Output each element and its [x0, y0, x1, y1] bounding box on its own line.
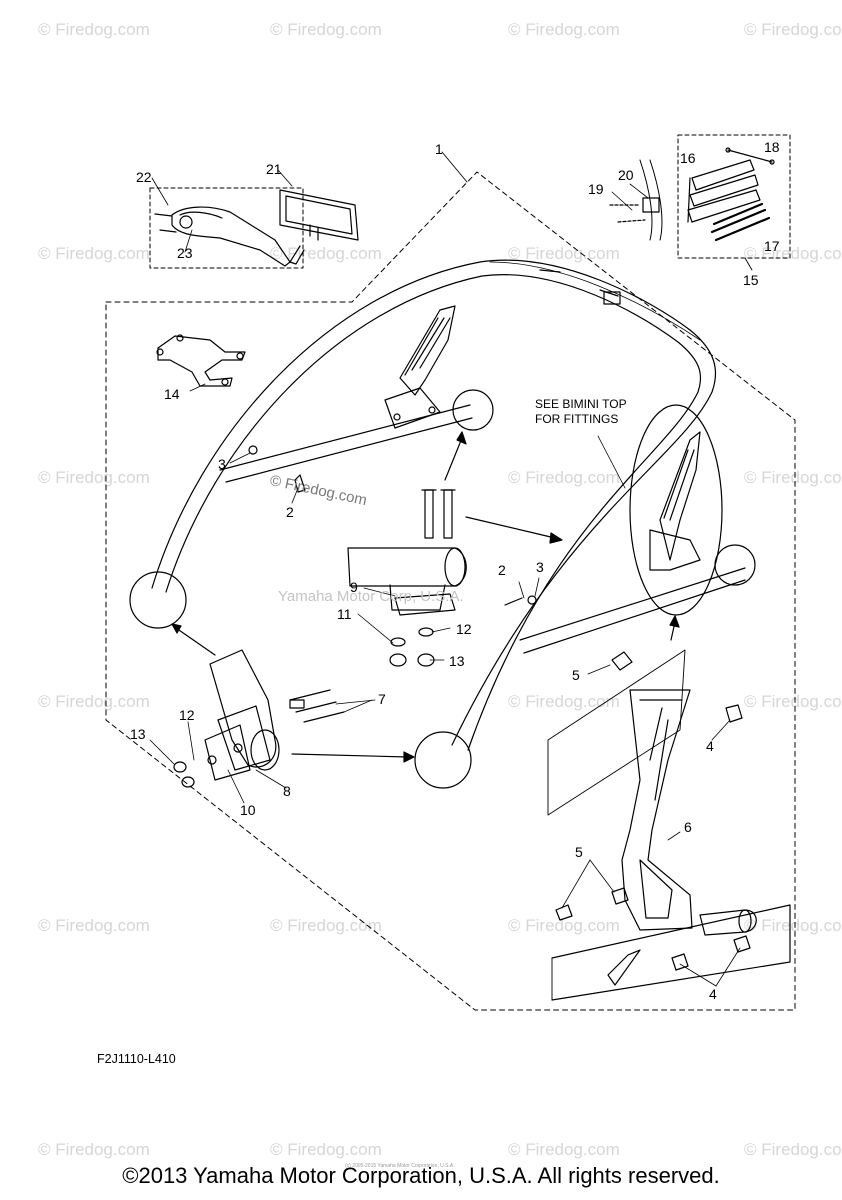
drawing-code: F2J1110-L410: [97, 1052, 176, 1066]
oval-bracket: [649, 431, 701, 571]
callout-3: 3: [536, 559, 544, 575]
detail-circle: [414, 731, 472, 789]
note-line: FOR FITTINGS: [535, 412, 619, 426]
note-line: SEE BIMINI TOP: [535, 397, 627, 411]
detail-circle: [129, 571, 187, 629]
clamp-20: [609, 159, 663, 241]
watermark: © Firedog.com: [744, 244, 842, 263]
callout-1: 1: [435, 141, 443, 157]
watermark: © Firedog.com: [508, 244, 620, 263]
watermark: © Firedog.com: [38, 20, 150, 39]
callout-20: 20: [618, 167, 634, 183]
detail-circle: [714, 544, 756, 586]
callout-2: 2: [498, 562, 506, 578]
watermark: © Firedog.com: [744, 1140, 842, 1159]
detail-oval: [629, 404, 723, 616]
callout-8: 8: [283, 783, 291, 799]
tower-frame: [151, 259, 746, 751]
callout-10: 10: [240, 802, 256, 818]
callout-11: 11: [337, 606, 352, 622]
watermark: © Firedog.com: [508, 1140, 620, 1159]
watermark: © Firedog.com: [270, 1140, 382, 1159]
callout-9: 9: [350, 579, 358, 595]
callout-16: 16: [680, 150, 696, 166]
callout-6: 6: [684, 819, 692, 835]
rod-holder-16: [687, 147, 775, 223]
arch-bracket: [384, 305, 456, 429]
fasteners-11-13: [389, 627, 435, 667]
mirror-mount-22: [154, 206, 291, 267]
callout-22: 22: [136, 169, 152, 185]
watermark: © Firedog.com: [38, 468, 150, 487]
detail-circle: [452, 389, 494, 431]
callout-5: 5: [575, 844, 583, 860]
bracket-plate-14: [156, 334, 246, 387]
watermark: © Firedog.com: [744, 468, 842, 487]
copyright-footer: ©2013 Yamaha Motor Corporation, U.S.A. A…: [122, 1163, 720, 1188]
watermark: © Firedog.com: [744, 20, 842, 39]
watermark: © Firedog.com: [508, 916, 620, 935]
watermark: © Firedog.com: [38, 916, 150, 935]
callout-leaders: [149, 169, 741, 987]
watermark: © Firedog.com: [508, 20, 620, 39]
callout-12: 12: [456, 621, 472, 637]
windshield-bracket-6: [547, 649, 791, 1001]
callout-7: 7: [378, 691, 386, 707]
callout-13: 13: [130, 726, 146, 742]
callout-2: 2: [286, 504, 294, 520]
watermark: © Firedog.com: [270, 916, 382, 935]
callout-21: 21: [266, 161, 282, 177]
watermark: © Firedog.com: [270, 20, 382, 39]
small-fasteners-2-3: [248, 445, 537, 606]
callout-3: 3: [218, 456, 226, 472]
watermark: © Firedog.com: [508, 692, 620, 711]
callout-12: 12: [179, 707, 195, 723]
tower-base-mount-8: [173, 649, 345, 788]
callout-4: 4: [706, 738, 714, 754]
fasteners-4-5: [555, 651, 751, 971]
leader-line: [441, 151, 468, 183]
bimini-top-note: SEE BIMINI TOP FOR FITTINGS: [535, 397, 627, 427]
callout-13: 13: [449, 653, 465, 669]
watermark: © Firedog.com: [744, 916, 842, 935]
leader-line: [744, 257, 753, 271]
watermark: © Firedog.com: [508, 468, 620, 487]
callout-18: 18: [764, 139, 780, 155]
callout-14: 14: [164, 386, 180, 402]
mount-clamp-9: [347, 489, 467, 616]
callout-23: 23: [177, 245, 193, 261]
accessory-group-box: [677, 134, 791, 259]
callout-19: 19: [588, 181, 604, 197]
watermark: © Firedog.com: [744, 692, 842, 711]
mirror-21: [279, 189, 359, 265]
watermark: © Firedog.com: [38, 692, 150, 711]
center-watermark: Yamaha Motor Corp, U.S.A.: [278, 588, 464, 605]
callout-4: 4: [709, 986, 717, 1002]
callout-15: 15: [743, 272, 759, 288]
fine-print: (c) 2005-2015 Yamaha Motor Corporation, …: [345, 1163, 455, 1169]
callout-17: 17: [764, 238, 780, 254]
mirror-group-box: [149, 187, 304, 269]
watermark: © Firedog.com: [38, 1140, 150, 1159]
assembly-boundary-dashed: [105, 171, 796, 1011]
strap-17: [710, 202, 771, 242]
direction-arrows: [171, 431, 680, 763]
callout-5: 5: [572, 667, 580, 683]
watermark: © Firedog.com: [38, 244, 150, 263]
